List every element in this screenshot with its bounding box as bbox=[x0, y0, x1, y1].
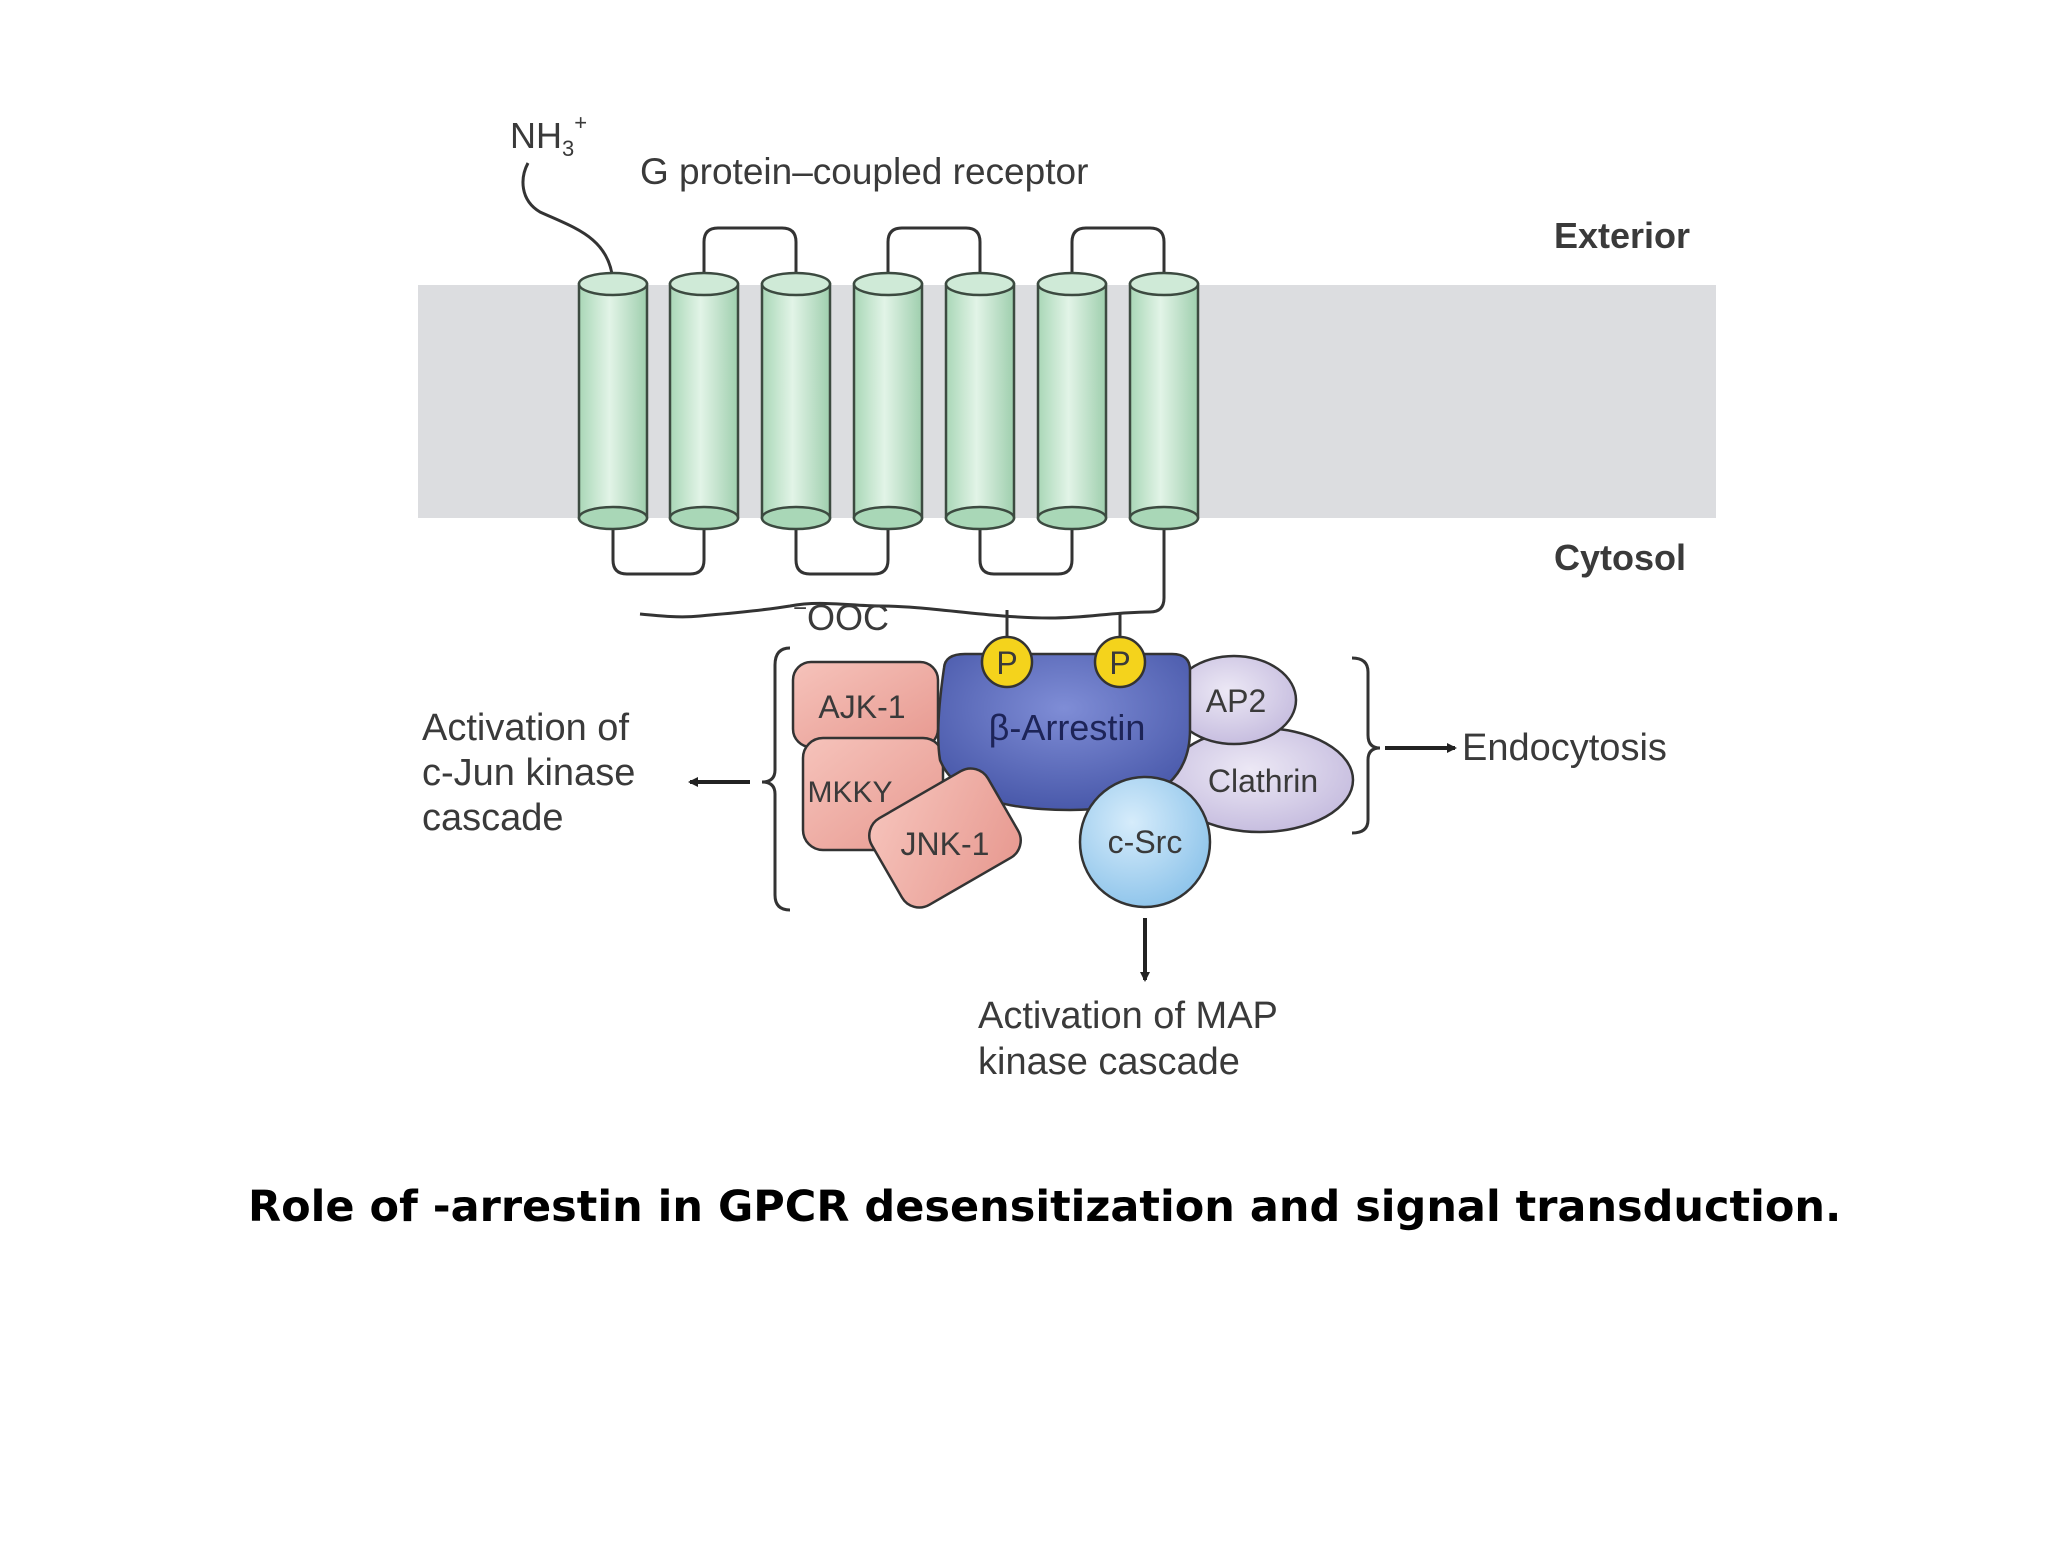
right-bracket bbox=[1351, 656, 1381, 835]
left-bracket bbox=[761, 646, 791, 912]
right-output-label: Endocytosis bbox=[1462, 727, 1667, 769]
bottom-output-label: Activation of MAP kinase cascade bbox=[978, 995, 1288, 1083]
phospho-label-2: P bbox=[1109, 645, 1130, 681]
receptor-loops bbox=[521, 162, 1166, 620]
helix-4 bbox=[852, 271, 924, 531]
transmembrane-helices bbox=[577, 271, 1200, 531]
exterior-label: Exterior bbox=[1554, 215, 1690, 256]
mkky-label: MKKY bbox=[807, 776, 892, 809]
clathrin-label: Clathrin bbox=[1208, 763, 1318, 799]
jnk1-label: JNK-1 bbox=[901, 826, 990, 862]
receptor-label: G protein–coupled receptor bbox=[640, 151, 1088, 192]
phospho-label-1: P bbox=[996, 645, 1017, 681]
phospho-connectors bbox=[1005, 610, 1122, 637]
cterm-label: −OOC bbox=[793, 595, 889, 638]
cytosol-label: Cytosol bbox=[1554, 537, 1686, 578]
phosphate-group-2: P bbox=[1093, 635, 1147, 689]
csrc-protein: c-Src bbox=[1078, 775, 1212, 909]
csrc-label: c-Src bbox=[1108, 824, 1183, 860]
left-output-label: Activation of c-Jun kinase cascade bbox=[422, 707, 646, 839]
helix-5 bbox=[944, 271, 1016, 531]
helix-6 bbox=[1036, 271, 1108, 531]
arrestin-label: β-Arrestin bbox=[989, 707, 1146, 748]
helix-3 bbox=[760, 271, 832, 531]
ajk1-protein: AJK-1 bbox=[791, 660, 940, 749]
figure-caption: Role of -arrestin in GPCR desensitizatio… bbox=[248, 1182, 1842, 1232]
jnk1-protein bbox=[868, 767, 1022, 909]
helix-7 bbox=[1128, 271, 1200, 531]
helix-2 bbox=[668, 271, 740, 531]
ap2-protein: AP2 bbox=[1170, 654, 1298, 746]
phosphate-group-1: P bbox=[980, 635, 1034, 689]
ap2-label: AP2 bbox=[1206, 683, 1266, 719]
beta-arrestin-protein: β-Arrestin bbox=[936, 652, 1192, 812]
ajk1-label: AJK-1 bbox=[818, 689, 905, 725]
nh3-label: NH3+ bbox=[510, 110, 587, 161]
helix-1 bbox=[577, 271, 649, 531]
